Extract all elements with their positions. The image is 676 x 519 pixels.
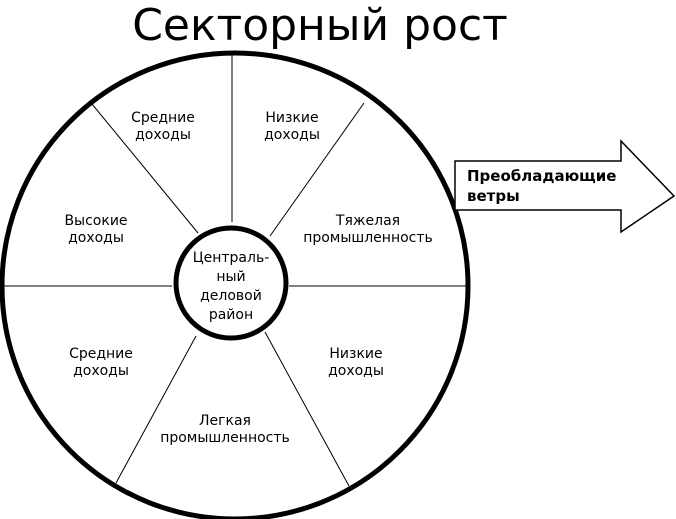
sector-divider-upper-left: [91, 103, 199, 234]
central-business-district-circle: [173, 225, 289, 341]
central-business-district-label: Централь- ный деловой район: [192, 250, 270, 323]
sector-label-bottom-left-middle-income: Средние доходы: [69, 346, 133, 379]
sector-divider-lower-left: [115, 335, 197, 484]
sector-label-bottom-light-industry: Легкая промышленность: [160, 413, 290, 446]
sector-label-top-left-middle-income: Средние доходы: [131, 110, 195, 143]
sector-label-right-heavy-industry: Тяжелая промышленность: [303, 213, 433, 246]
sector-label-bottom-right-low-income: Низкие доходы: [328, 346, 384, 379]
prevailing-winds-label: Преобладающие ветры: [467, 167, 617, 205]
page-title: Секторный рост: [132, 0, 508, 51]
wind-arrow-icon: [454, 139, 676, 234]
sector-label-left-high-income: Высокие доходы: [64, 213, 128, 246]
sector-divider-upper-right: [269, 102, 365, 237]
sector-label-top-right-low-income: Низкие доходы: [264, 110, 320, 143]
sector-divider-lower-right: [264, 331, 350, 487]
